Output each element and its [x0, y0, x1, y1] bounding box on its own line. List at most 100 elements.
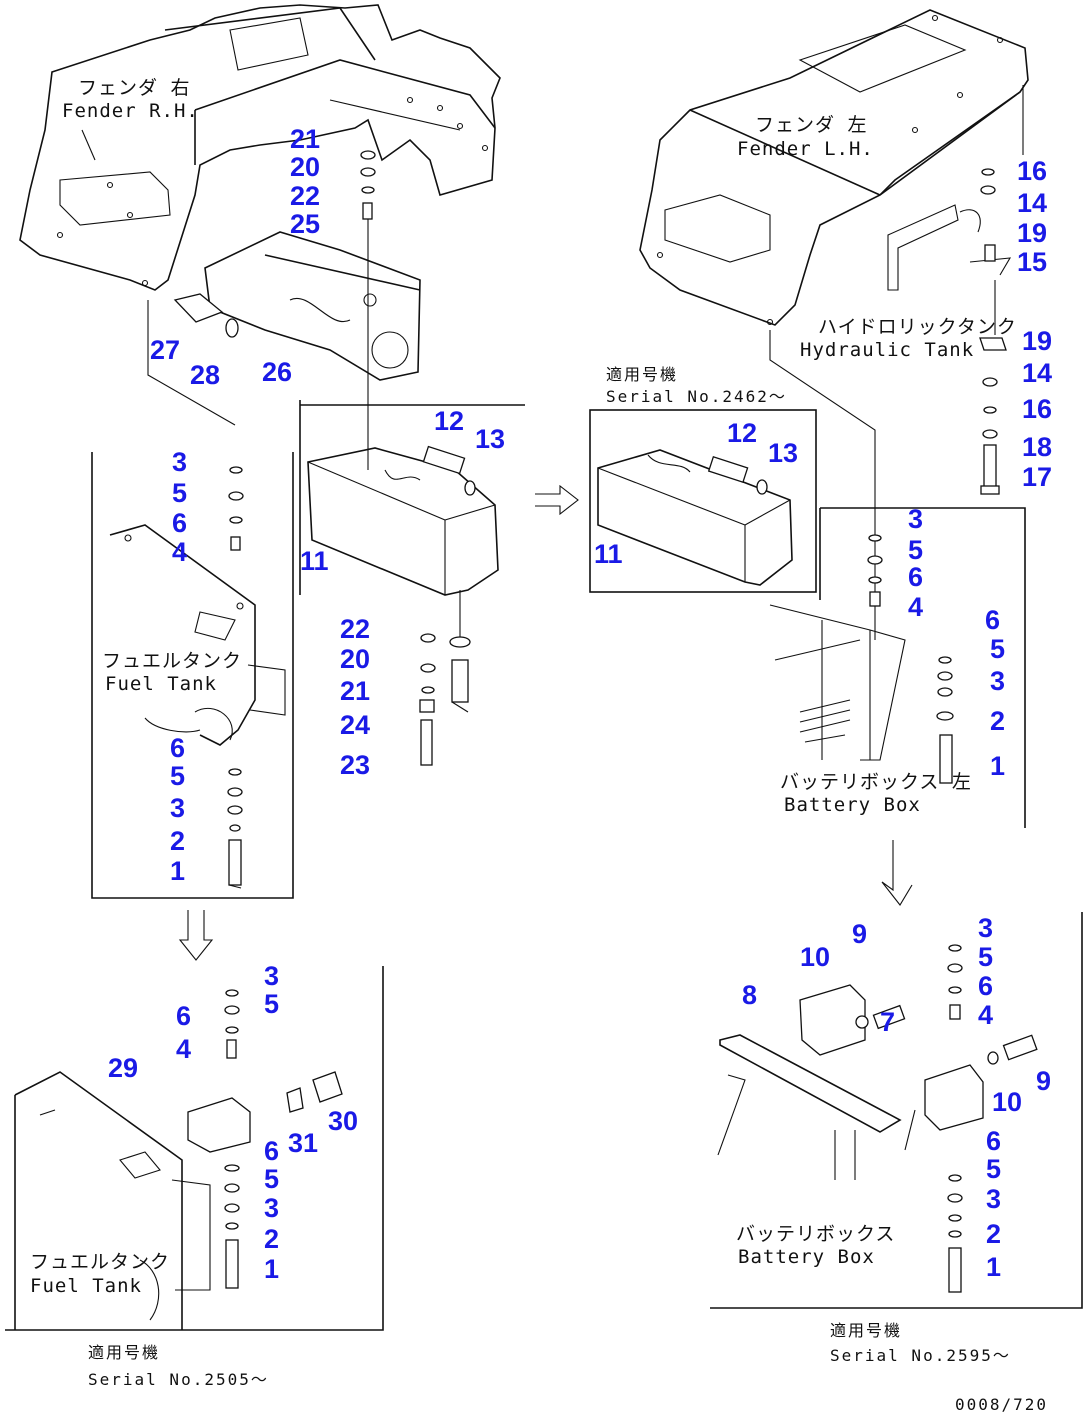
fender-rh-drawing: フェンダ 右 Fender R.H.	[19, 4, 501, 291]
callout-3b: 3	[170, 793, 185, 823]
fender-lh-en-label: Fender L.H.	[737, 138, 874, 160]
callout-18: 18	[1022, 432, 1052, 462]
serial-2505-en-label: Serial No.2505～	[88, 1370, 269, 1389]
callout-6d: 6	[985, 605, 1000, 635]
callout-14b: 14	[1022, 358, 1052, 388]
fender-lh-drawing: フェンダ 左 Fender L.H.	[639, 9, 1029, 326]
callout-17: 17	[1022, 462, 1052, 492]
callout-22: 22	[290, 181, 320, 211]
callout-9a: 9	[852, 919, 867, 949]
callout-19b: 19	[1022, 326, 1052, 356]
callout-13: 13	[475, 424, 505, 454]
callout-2h: 2	[986, 1219, 1001, 1249]
battery-box-lower-jp-label: バッテリボックス	[736, 1223, 895, 1245]
callout-20b: 20	[340, 644, 370, 674]
arrow-down-right	[881, 840, 913, 906]
battery-box-jp-label: バッテリボックス 左	[780, 771, 972, 793]
fender-rh-jp-label: フェンダ 右	[78, 77, 190, 99]
callout-4c: 4	[908, 592, 923, 622]
callout-12c: 12	[727, 418, 757, 448]
fuel-tank-lower-jp-label: フュエルタンク	[30, 1251, 170, 1273]
hydraulic-tank-en-label: Hydraulic Tank	[800, 339, 974, 361]
callout-25: 25	[290, 209, 320, 239]
fender-lh-jp-label: フェンダ 左	[755, 114, 867, 136]
callout-3e: 3	[264, 961, 279, 991]
fuel-tank-lower-en-label: Fuel Tank	[30, 1275, 142, 1297]
serial-2462-en-label: Serial No.2462～	[606, 387, 787, 406]
callout-5b: 5	[170, 761, 185, 791]
callout-28: 28	[190, 360, 220, 390]
fender-rh-en-label: Fender R.H.	[62, 100, 199, 122]
serial-2462-jp-label: 適用号機	[606, 365, 678, 384]
callout-4g: 4	[978, 1000, 993, 1030]
callout-8: 8	[742, 980, 757, 1010]
callout-16a: 16	[1017, 156, 1047, 186]
callout-5d: 5	[990, 634, 1005, 664]
callout-6c: 6	[908, 562, 923, 592]
callout-30: 30	[328, 1106, 358, 1136]
callout-6e: 6	[176, 1001, 191, 1031]
callout-19a: 19	[1017, 218, 1047, 248]
callout-numbers: 21 20 22 25 27 28 26 12 13 11 22 20 21 2…	[108, 124, 1052, 1284]
fuel-tank-frame: フュエルタンク Fuel Tank	[91, 452, 294, 899]
crossmember-drawing	[299, 400, 525, 596]
callout-5g: 5	[978, 942, 993, 972]
callout-6a: 6	[172, 508, 187, 538]
callout-11c: 11	[594, 539, 623, 569]
callout-21: 21	[290, 124, 320, 154]
callout-6f: 6	[264, 1136, 279, 1166]
hydraulic-tank-jp-label: ハイドロリックタンク	[818, 316, 1017, 338]
callout-26: 26	[262, 357, 292, 387]
callout-1b: 1	[170, 856, 185, 886]
callout-1h: 1	[986, 1252, 1001, 1282]
callout-10a: 10	[800, 942, 830, 972]
callout-13c: 13	[768, 438, 798, 468]
callout-4e: 4	[176, 1034, 191, 1064]
callout-23: 23	[340, 750, 370, 780]
callout-16b: 16	[1022, 394, 1052, 424]
callout-14a: 14	[1017, 188, 1047, 218]
callout-9b: 9	[1036, 1066, 1051, 1096]
fuel-tank-bracket-drawing	[147, 231, 421, 426]
fuel-tank-en-label: Fuel Tank	[105, 673, 217, 695]
callout-5a: 5	[172, 478, 187, 508]
callout-10b: 10	[992, 1087, 1022, 1117]
callout-20: 20	[290, 152, 320, 182]
serial-2462-drawing: 適用号機 Serial No.2462～	[589, 365, 817, 593]
callout-6b: 6	[170, 733, 185, 763]
callout-5h: 5	[986, 1154, 1001, 1184]
callout-1d: 1	[990, 751, 1005, 781]
battery-box-en-label: Battery Box	[784, 794, 921, 816]
callout-4a: 4	[172, 537, 187, 567]
callout-2b: 2	[170, 826, 185, 856]
serial-2595-en-label: Serial No.2595～	[830, 1346, 1011, 1365]
callout-12: 12	[434, 406, 464, 436]
fuel-tank-new-drawing: フュエルタンク Fuel Tank 適用号機 Serial No.2505～	[5, 966, 384, 1389]
callout-3g: 3	[978, 913, 993, 943]
callout-3a: 3	[172, 447, 187, 477]
callout-11: 11	[300, 546, 329, 576]
callout-31: 31	[288, 1128, 318, 1158]
callout-22b: 22	[340, 614, 370, 644]
serial-2505-jp-label: 適用号機	[88, 1343, 160, 1362]
callout-3f: 3	[264, 1193, 279, 1223]
callout-3d: 3	[990, 666, 1005, 696]
callout-27: 27	[150, 335, 180, 365]
callout-6h: 6	[986, 1126, 1001, 1156]
battery-box-new-drawing: バッテリボックス Battery Box 適用号機 Serial No.2595…	[710, 912, 1083, 1365]
callout-3c: 3	[908, 504, 923, 534]
callout-2d: 2	[990, 706, 1005, 736]
arrow-down-left	[178, 910, 214, 961]
callout-5f: 5	[264, 1164, 279, 1194]
callout-21b: 21	[340, 676, 370, 706]
callout-3h: 3	[986, 1184, 1001, 1214]
callout-1f: 1	[264, 1254, 279, 1284]
callout-5e: 5	[264, 989, 279, 1019]
battery-box-drawing: バッテリボックス 左 Battery Box	[769, 507, 1026, 828]
callout-24: 24	[340, 710, 370, 740]
drawing-ref-label: 0008/720	[955, 1395, 1048, 1414]
callout-7: 7	[880, 1007, 895, 1037]
hydraulic-tank-drawing: ハイドロリックタンク Hydraulic Tank	[769, 168, 1017, 640]
arrow-right	[535, 484, 579, 516]
callout-29: 29	[108, 1053, 138, 1083]
